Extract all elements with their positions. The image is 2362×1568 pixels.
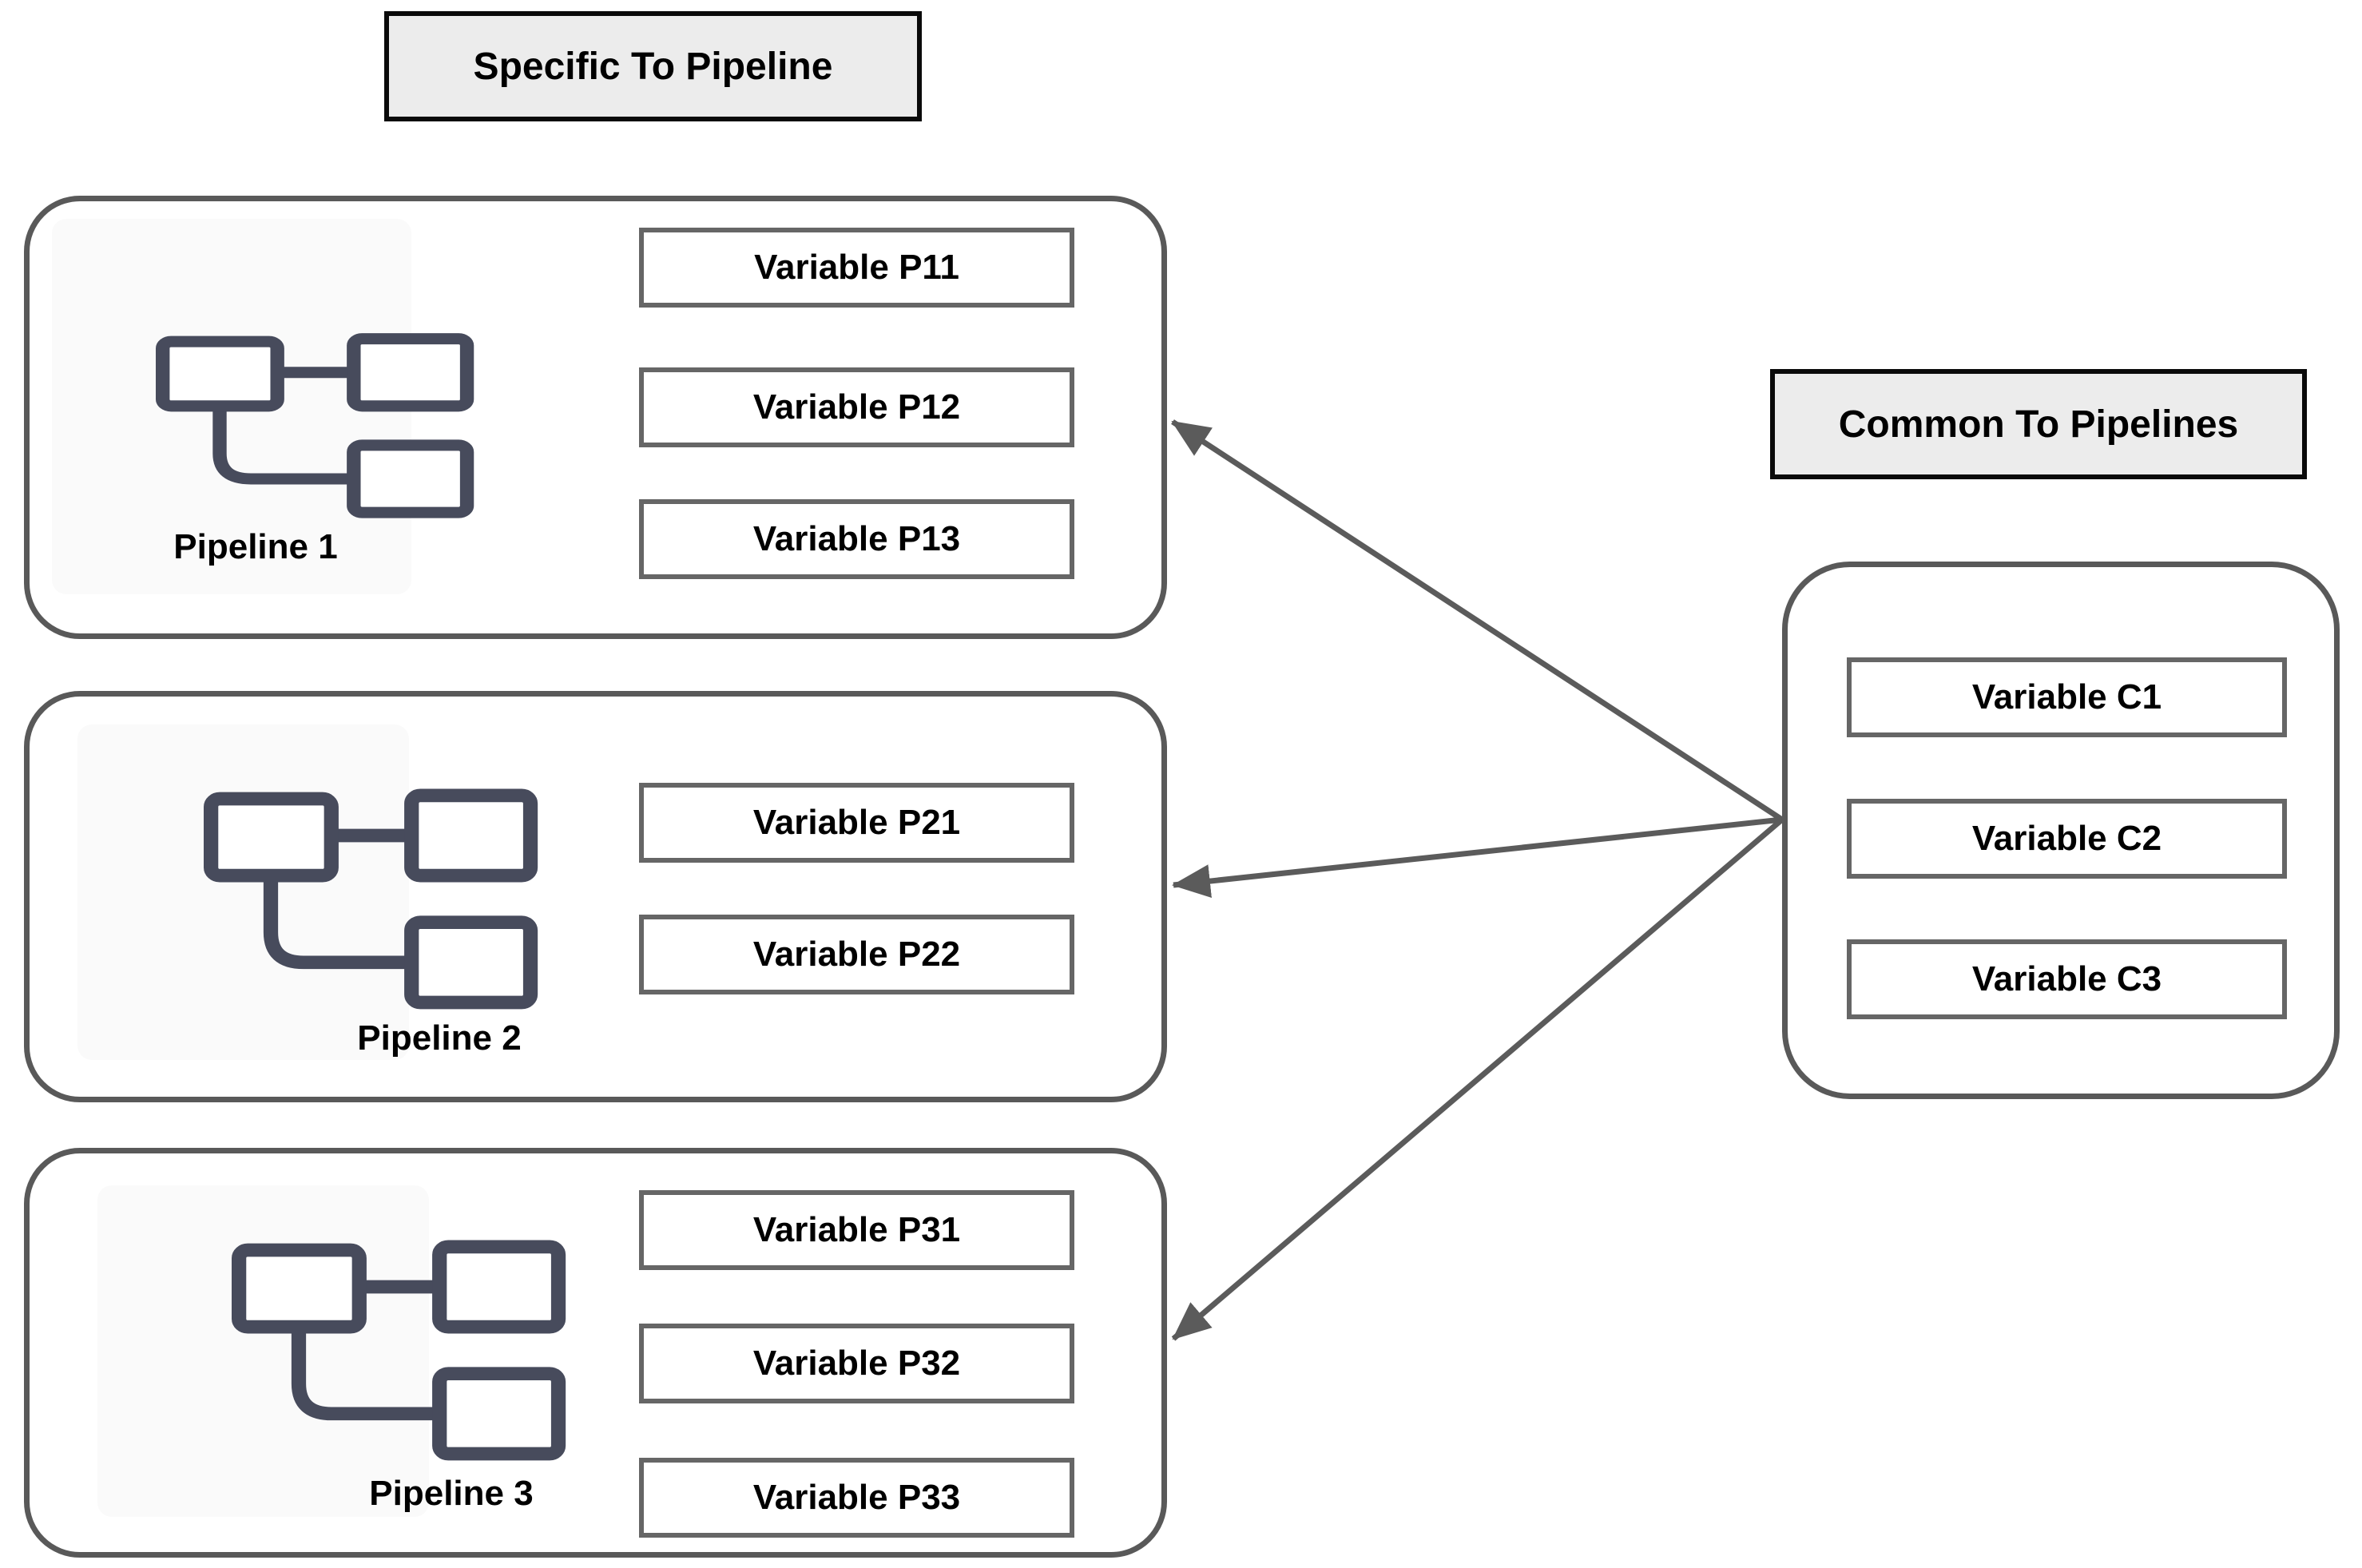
- variable-box-p21: Variable P21: [639, 783, 1074, 863]
- arrow-common-to-pipeline-1: [1171, 419, 1784, 822]
- pipeline-3-icon-plate: [97, 1185, 429, 1517]
- variable-p22-text: Variable P22: [752, 935, 961, 974]
- pipeline-2-card: Pipeline 2 Variable P21 Variable P22: [24, 691, 1167, 1102]
- variable-p31-text: Variable P31: [752, 1210, 961, 1249]
- group-title-specific: Specific To Pipeline: [384, 11, 922, 121]
- pipeline-1-card: Pipeline 1 Variable P11 Variable P12 Var…: [24, 196, 1167, 639]
- variable-p33-text: Variable P33: [752, 1478, 961, 1517]
- pipeline-flowchart-icon: [204, 788, 538, 1010]
- variable-box-p11: Variable P11: [639, 228, 1074, 308]
- variable-box-p31: Variable P31: [639, 1190, 1074, 1270]
- variable-p32-text: Variable P32: [752, 1344, 961, 1383]
- pipeline-2-icon-plate: [77, 724, 409, 1060]
- group-title-common: Common To Pipelines: [1770, 369, 2307, 479]
- variable-c1-text: Variable C1: [1971, 677, 2162, 717]
- pipeline-1-label: Pipeline 1: [173, 527, 338, 566]
- group-title-common-text: Common To Pipelines: [1838, 403, 2239, 446]
- variable-box-p22: Variable P22: [639, 915, 1074, 994]
- variable-box-c3: Variable C3: [1847, 939, 2287, 1019]
- variable-box-p13: Variable P13: [639, 499, 1074, 579]
- variable-c3-text: Variable C3: [1971, 959, 2162, 998]
- pipeline-flowchart-icon: [156, 333, 474, 518]
- pipeline-3-label: Pipeline 3: [369, 1474, 534, 1513]
- variable-box-c2: Variable C2: [1847, 799, 2287, 879]
- variable-p21-text: Variable P21: [752, 803, 961, 842]
- common-variables-card: Variable C1 Variable C2 Variable C3: [1782, 562, 2340, 1099]
- group-title-specific-text: Specific To Pipeline: [473, 45, 833, 88]
- variable-box-p33: Variable P33: [639, 1458, 1074, 1538]
- variable-box-p32: Variable P32: [639, 1324, 1074, 1403]
- variable-box-c1: Variable C1: [1847, 657, 2287, 737]
- pipeline-flowchart-icon: [232, 1240, 566, 1461]
- arrow-common-to-pipeline-3: [1171, 817, 1784, 1341]
- pipeline-3-card: Pipeline 3 Variable P31 Variable P32 Var…: [24, 1148, 1167, 1558]
- variable-p11-text: Variable P11: [754, 248, 959, 287]
- variable-c2-text: Variable C2: [1971, 819, 2162, 858]
- arrow-common-to-pipeline-2: [1172, 816, 1783, 898]
- variable-p13-text: Variable P13: [752, 519, 961, 558]
- variable-p12-text: Variable P12: [752, 387, 961, 427]
- variable-box-p12: Variable P12: [639, 367, 1074, 447]
- pipeline-2-label: Pipeline 2: [357, 1018, 522, 1058]
